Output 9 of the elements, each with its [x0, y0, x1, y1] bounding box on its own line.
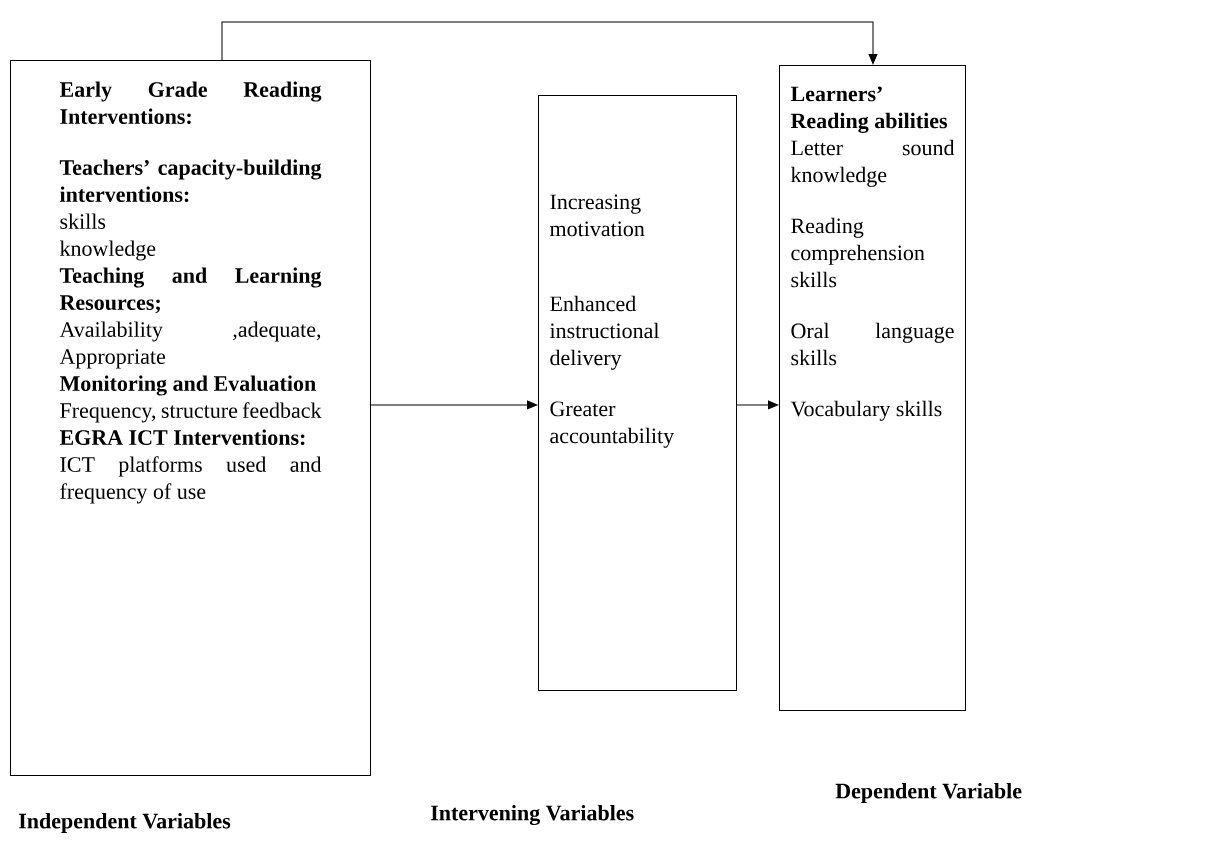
variable-box: Early Grade Reading Interventions: Teachers’ capacity-building interventions: skills knowledge Teaching and Learning Resources; Availability ,adequate, Appropriate Monitoring and Evaluation Frequency, structure feedback EGRA ICT Interventions: ICT platforms used and frequency of use	[10, 60, 371, 776]
variable-caption: Intervening Variables	[430, 804, 634, 826]
arrow	[221, 21, 878, 65]
variable-caption: Independent Variables	[18, 813, 231, 833]
variable-box: Increasing motivation Enhanced instructional delivery Greater accountability	[538, 95, 737, 691]
variable-caption: Dependent Variable	[835, 783, 1022, 803]
arrow	[370, 400, 538, 410]
arrow	[736, 400, 779, 410]
variable-box: Learners’ Reading abilities Letter sound knowledge Reading comprehension skills Oral language skills Vocabulary skills	[779, 65, 966, 711]
